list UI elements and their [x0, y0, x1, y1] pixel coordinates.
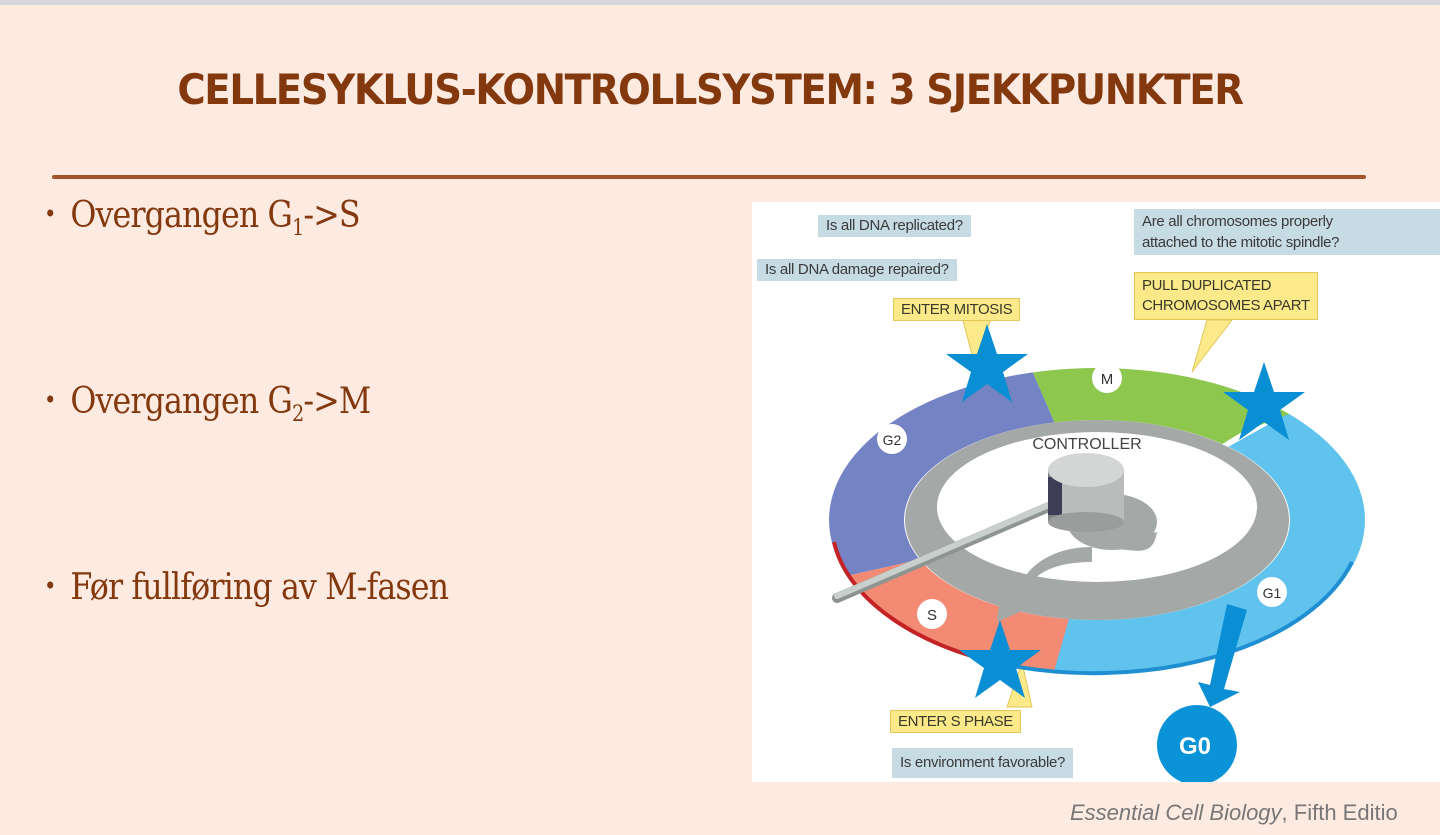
m-label: M [1101, 371, 1114, 388]
caption-edition: , Fifth Editio [1281, 800, 1398, 825]
question-line-2: attached to the mitotic spindle? [1142, 234, 1340, 251]
bullet-m-phase: • Før fullføring av M-fasen [44, 567, 449, 608]
checkpoint-star-g1s [959, 620, 1041, 698]
s-label-circle [917, 599, 947, 629]
bullet-marker: • [44, 386, 56, 414]
bullet-text: Overgangen G [70, 381, 292, 422]
g0-circle [1157, 705, 1237, 782]
g2-label-circle [877, 424, 907, 454]
s-label: S [927, 607, 937, 624]
cell-cycle-figure: CONTROLLER M G2 S G1 G0 Is all DNA repli… [752, 202, 1440, 782]
bullet-marker: • [44, 572, 56, 600]
g0-exit-arrow [1198, 604, 1247, 707]
slide-title: CELLESYKLUS-KONTROLLSYSTEM: 3 SJEKKPUNKT… [177, 65, 1244, 114]
action-enter-s-phase: ENTER S PHASE [890, 710, 1021, 733]
question-line-1: Are all chromosomes properly [1142, 213, 1333, 230]
checkpoint-star-g2m [946, 324, 1028, 402]
window-top-bar [0, 0, 1440, 5]
pull-apart-pointer [1191, 319, 1234, 373]
title-divider [52, 175, 1366, 179]
bullet-subscript: 2 [291, 402, 304, 428]
g2-label: G2 [883, 432, 902, 448]
question-dna-replicated: Is all DNA replicated? [818, 215, 971, 237]
slide: CELLESYKLUS-KONTROLLSYSTEM: 3 SJEKKPUNKT… [0, 5, 1440, 835]
m-label-circle [1092, 363, 1122, 393]
g0-label: G0 [1179, 733, 1211, 760]
bullet-text-after: ->M [303, 381, 371, 422]
question-chromosomes-attached: Are all chromosomes properly attached to… [1134, 209, 1440, 255]
checkpoint-star-metaphase [1223, 362, 1305, 440]
bullet-text-after: ->S [303, 195, 360, 236]
action-line-2: CHROMOSOMES APART [1142, 297, 1310, 314]
question-environment-favorable: Is environment favorable? [892, 748, 1074, 778]
question-dna-damage: Is all DNA damage repaired? [757, 259, 957, 281]
bullet-g1-s: • Overgangen G1->S [44, 195, 361, 242]
bullet-text: Før fullføring av M-fasen [70, 567, 449, 608]
bullet-text: Overgangen G [70, 195, 292, 236]
controller-label: CONTROLLER [1032, 436, 1141, 453]
figure-caption: Essential Cell Biology, Fifth Editio [1070, 800, 1398, 826]
bullet-marker: • [44, 200, 56, 228]
g1-label-circle [1257, 577, 1287, 607]
g1-label: G1 [1263, 585, 1282, 601]
action-enter-mitosis: ENTER MITOSIS [893, 298, 1021, 321]
action-line-1: PULL DUPLICATED [1142, 277, 1272, 294]
bullet-g2-m: • Overgangen G2->M [44, 381, 371, 428]
caption-book-title: Essential Cell Biology [1070, 800, 1282, 825]
action-pull-chromosomes-apart: PULL DUPLICATED CHROMOSOMES APART [1134, 272, 1318, 320]
bullet-subscript: 1 [291, 216, 304, 242]
rotation-arrow [997, 547, 1092, 622]
cell-cycle-diagram: CONTROLLER M G2 S G1 G0 [829, 316, 1365, 782]
